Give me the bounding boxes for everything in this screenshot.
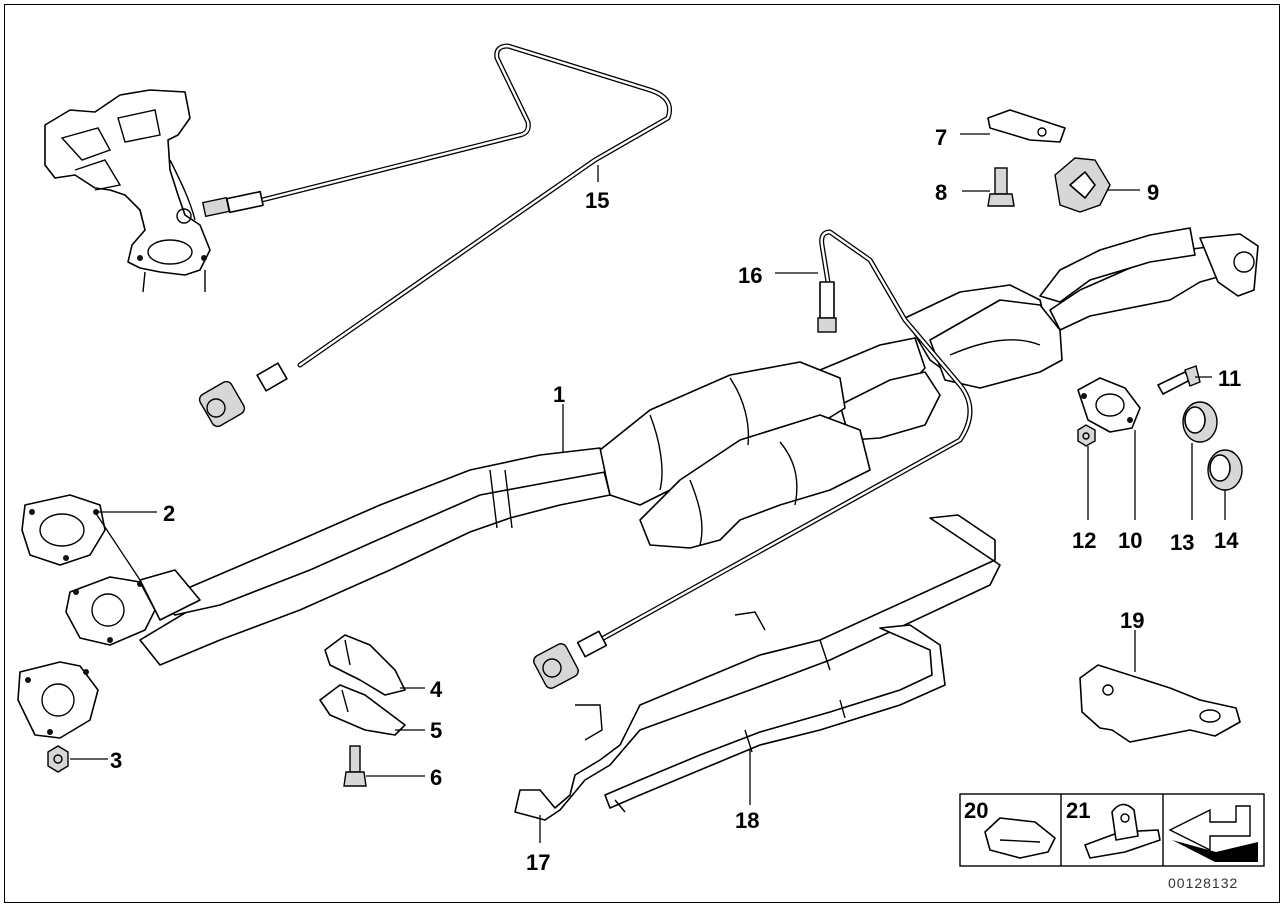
callout-20: 20 — [964, 798, 988, 823]
arrow-icon — [1168, 805, 1258, 862]
callout-21: 21 — [1066, 798, 1090, 823]
callout-1: 1 — [553, 382, 565, 407]
callout-7: 7 — [935, 125, 947, 150]
clip-20-illustration — [984, 817, 1056, 859]
bolt-8-illustration — [987, 167, 1015, 207]
bracket-7-illustration — [987, 109, 1066, 143]
oxygen-sensor-16-illustration — [533, 229, 973, 689]
ring-13-illustration — [1182, 401, 1218, 443]
callout-9: 9 — [1147, 180, 1159, 205]
bracket-18-illustration — [604, 624, 946, 813]
callout-16: 16 — [738, 263, 762, 288]
bracket-19-illustration — [1079, 664, 1241, 743]
diagram-frame — [4, 4, 1280, 903]
callout-6: 6 — [430, 765, 442, 790]
ring-14-illustration — [1207, 449, 1243, 491]
callout-11: 11 — [1218, 366, 1241, 391]
rubber-mount-9-illustration — [1054, 157, 1111, 213]
clamp-4-illustration — [324, 634, 406, 696]
callout-10: 10 — [1118, 528, 1142, 553]
callout-3: 3 — [110, 748, 122, 773]
callout-numbers: 1 2 3 4 5 6 7 8 9 10 11 12 13 14 15 16 1… — [110, 125, 1241, 875]
callout-4: 4 — [430, 677, 443, 702]
oxygen-sensor-15-illustration — [198, 43, 672, 428]
clip-21-illustration — [1084, 803, 1161, 859]
callout-17: 17 — [526, 850, 550, 875]
nut-3-illustration — [47, 745, 69, 773]
callout-19: 19 — [1120, 608, 1144, 633]
leader-lines — [70, 133, 1226, 843]
inset-panel: 20 21 — [959, 793, 1265, 867]
callout-13: 13 — [1170, 530, 1194, 555]
callout-2: 2 — [163, 501, 175, 526]
callout-5: 5 — [430, 718, 442, 743]
callout-14: 14 — [1214, 528, 1239, 553]
exhaust-pipe-assembly-illustration — [17, 227, 1259, 739]
bracket-17-illustration — [514, 514, 1001, 821]
bolt-11-illustration — [1157, 365, 1201, 395]
reference-number: 00128132 — [1168, 875, 1238, 891]
bolt-6-illustration — [343, 745, 367, 787]
callout-8: 8 — [935, 180, 947, 205]
callout-18: 18 — [735, 808, 759, 833]
clamp-5-illustration — [319, 684, 406, 736]
gasket-10-illustration — [1077, 377, 1141, 433]
exhaust-manifold-illustration — [44, 89, 211, 293]
callout-12: 12 — [1072, 528, 1096, 553]
callout-15: 15 — [585, 188, 609, 213]
gasket-2-illustration — [21, 494, 106, 566]
nut-12-illustration — [1077, 424, 1096, 447]
